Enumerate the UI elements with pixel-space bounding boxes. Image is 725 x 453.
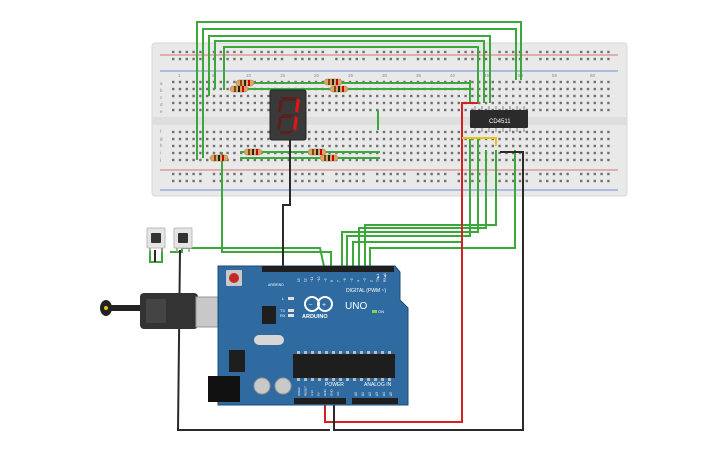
power-label: POWER <box>325 382 344 388</box>
col-number: 40 <box>450 73 456 78</box>
usb-cable[interactable] <box>100 293 227 329</box>
digital-pin-label: 2 <box>370 280 374 282</box>
breadboard-holes[interactable] <box>172 50 610 183</box>
col-number: 35 <box>416 73 422 78</box>
digital-pin-label: ~5 <box>350 278 354 282</box>
capacitor <box>253 377 271 395</box>
svg-text:+: + <box>322 302 326 309</box>
col-number: 30 <box>382 73 388 78</box>
col-number: 60 <box>590 73 596 78</box>
col-number: 25 <box>348 73 354 78</box>
digital-pin-label: RX◀0 <box>383 273 387 282</box>
row-letter: i <box>160 150 161 155</box>
power-pin-label: GND <box>323 389 327 397</box>
atmega-chip <box>293 354 395 378</box>
digital-pin-label: ~3 <box>363 278 367 282</box>
col-number: 10 <box>246 73 252 78</box>
power-pin-label: IOREF <box>297 387 301 396</box>
aref-label: AREF <box>268 283 277 287</box>
row-letter: j <box>159 157 161 162</box>
analog-label: ANALOG IN <box>364 382 392 388</box>
status-leds: L TX RX <box>280 296 294 318</box>
power-pin-label: 3.3V <box>310 390 314 396</box>
digital-pin-label: ~6 <box>343 278 347 282</box>
pushbutton-1[interactable] <box>146 227 166 252</box>
ic-cd4511[interactable]: CD4511 <box>470 106 528 132</box>
resistor[interactable] <box>243 148 263 156</box>
col-number: 55 <box>552 73 558 78</box>
analog-header[interactable] <box>352 398 398 404</box>
voltage-regulator <box>229 350 245 372</box>
power-pin-label: 5V <box>317 392 321 396</box>
on-label: ON <box>378 309 384 314</box>
digital-pin-label: ~11 <box>310 277 314 282</box>
analog-pin-label: A3 <box>375 392 379 396</box>
power-jack[interactable] <box>208 376 240 402</box>
digital-label: DIGITAL (PWM ~) <box>346 288 386 294</box>
l-label: L <box>282 296 285 301</box>
resistor[interactable] <box>235 79 255 87</box>
row-letter: h <box>160 143 163 148</box>
digital-pin-label: TX▶1 <box>376 273 380 282</box>
capacitor <box>274 377 292 395</box>
segments-on <box>293 98 300 131</box>
analog-pin-label: A1 <box>361 392 365 396</box>
power-pin-label: RESET <box>304 386 308 396</box>
analog-pin-label: A5 <box>389 392 393 396</box>
resistor[interactable] <box>329 85 349 93</box>
seven-segment-display[interactable] <box>269 89 307 141</box>
row-letter: d <box>160 102 163 107</box>
digital-pin-label: ~9 <box>323 278 327 282</box>
reset-button[interactable] <box>229 273 239 283</box>
row-letter: g <box>160 136 163 141</box>
wires-green-top[interactable] <box>196 21 522 160</box>
col-number: 15 <box>280 73 286 78</box>
analog-pin-label: A0 <box>354 392 358 396</box>
digital-pin-label: 4 <box>356 280 360 282</box>
analog-pin-label: A2 <box>368 392 372 396</box>
resistor[interactable] <box>229 85 249 93</box>
arduino-brand: ARDUINO <box>302 314 328 320</box>
digital-pin-label: 7 <box>337 280 341 282</box>
analog-pin-label: A4 <box>382 392 386 396</box>
svg-text:–: – <box>309 302 313 308</box>
row-letter: a <box>160 81 163 86</box>
ic-label: CD4511 <box>489 119 511 125</box>
resistor-group[interactable] <box>209 78 349 162</box>
arduino-model: UNO <box>345 301 367 312</box>
resistor[interactable] <box>323 78 343 86</box>
row-letter: e <box>160 109 163 114</box>
digital-pin-label: 13 <box>297 278 301 282</box>
resistor[interactable] <box>307 148 327 156</box>
digital-pin-label: ~10 <box>317 276 321 282</box>
power-pin-label: Vin <box>336 391 340 396</box>
resistor[interactable] <box>209 154 229 162</box>
digital-pin-label: 12 <box>304 278 308 282</box>
col-number: 20 <box>314 73 320 78</box>
segments-off <box>277 97 297 134</box>
pushbutton-2[interactable] <box>173 227 193 252</box>
digital-pin-label: 8 <box>330 280 334 282</box>
crystal <box>254 335 284 345</box>
power-pin-label: GND <box>330 389 334 397</box>
on-led <box>372 310 377 313</box>
gnd-label: GND <box>276 283 284 287</box>
digital-header[interactable] <box>262 266 394 272</box>
usb-chip <box>262 306 276 324</box>
row-letter: f <box>160 129 162 134</box>
arduino-logo: – + ARDUINO UNO <box>302 296 367 320</box>
tx-label: TX <box>280 308 285 313</box>
row-letter: b <box>160 88 163 93</box>
resistor[interactable] <box>319 154 339 162</box>
rx-label: RX <box>280 313 286 318</box>
col-number: 1 <box>178 73 181 78</box>
col-number: 45 <box>484 73 490 78</box>
row-letter: c <box>160 95 163 100</box>
col-number: 5 <box>212 73 215 78</box>
power-header[interactable] <box>294 398 346 404</box>
